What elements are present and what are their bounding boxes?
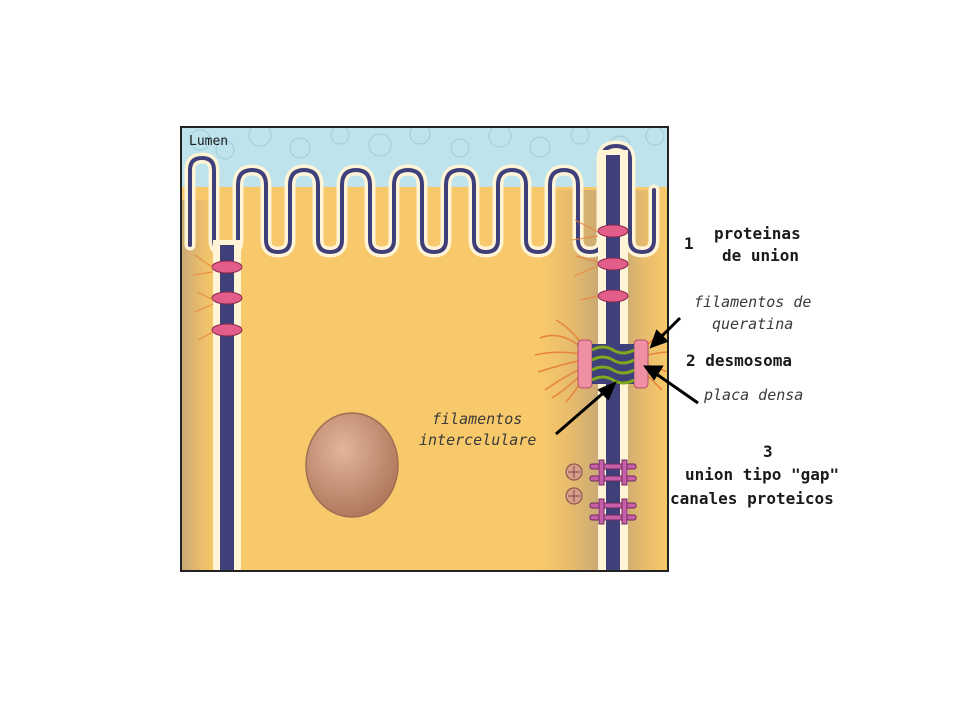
arrow-filamentos-intercelulares [555,386,610,436]
label-queratina: queratina [712,315,794,333]
label-number-3: 3 [763,442,773,461]
gap-junctions [589,459,637,525]
label-proteinas: proteinas [714,224,801,243]
pointer-arrows [555,316,699,436]
keratin-filaments-small [192,219,599,341]
left-shade [181,200,217,571]
label-filamentos-de: filamentos de [694,293,812,311]
tight-junctions-right [597,224,629,303]
label-canales-proteicos: canales proteicos [670,489,834,508]
nucleus [305,412,399,518]
microvilli-membrane [188,144,656,254]
label-union-tipo-gap: union tipo "gap" [685,465,840,484]
arrow-placa-densa [651,369,699,405]
label-number-1: 1 [684,234,694,253]
label-de-union: de union [722,246,800,265]
arrowhead-filamentos-intercelulares [597,381,617,401]
label-intercelulare: intercelulare [419,431,537,449]
arrowhead-filamentos-queratina [649,329,669,349]
panel-border [180,126,669,572]
gap-channel-ends [565,463,583,505]
desmosome-plaque-right [633,339,649,389]
intercellular-filaments [591,345,635,385]
arrowhead-placa-densa [643,365,664,381]
lumen-label: Lumen [189,134,229,149]
label-desmosoma: 2 desmosoma [686,351,792,370]
tight-junctions-left [211,260,243,337]
label-filamentos: filamentos [432,410,523,428]
label-placa-densa: placa densa [704,386,804,404]
lumen-texture [189,127,665,160]
desmosome-plaque-left [577,339,593,389]
